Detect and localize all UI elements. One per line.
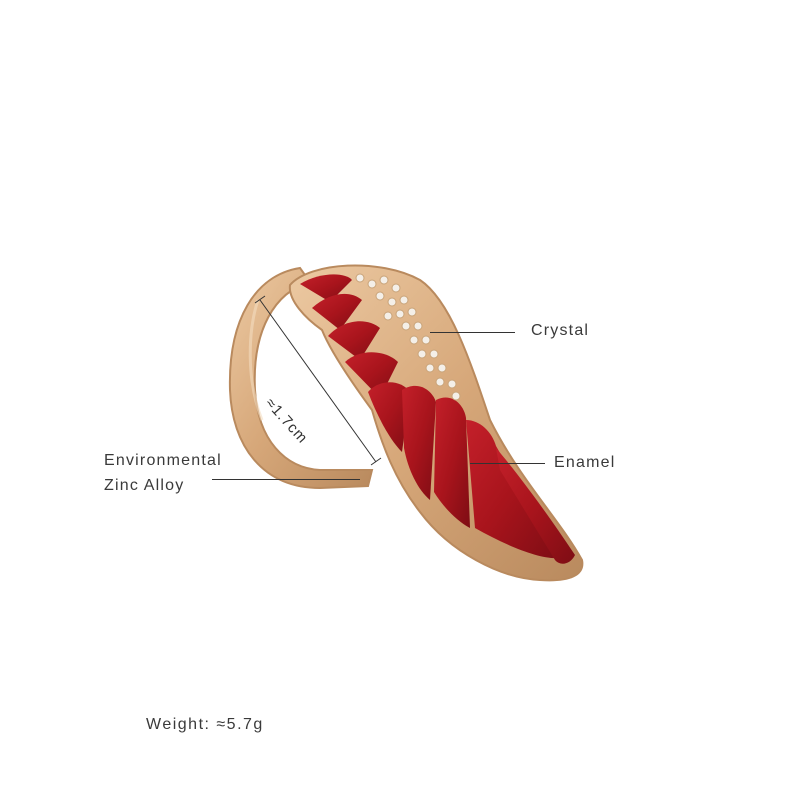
alloy-label-line1: Environmental [104, 452, 222, 469]
alloy-label-line2: Zinc Alloy [104, 477, 185, 494]
enamel-leader-line [470, 463, 545, 464]
weight-label: Weight: ≈5.7g [146, 716, 264, 733]
crystal-leader-line [430, 332, 515, 333]
crystal-pave [355, 273, 461, 401]
crystal-label: Crystal [531, 322, 590, 339]
diameter-dimension [254, 295, 382, 466]
enamel-feathers [300, 274, 575, 564]
alloy-leader-line [212, 479, 360, 480]
ring-band [228, 266, 374, 490]
enamel-label: Enamel [554, 454, 616, 471]
